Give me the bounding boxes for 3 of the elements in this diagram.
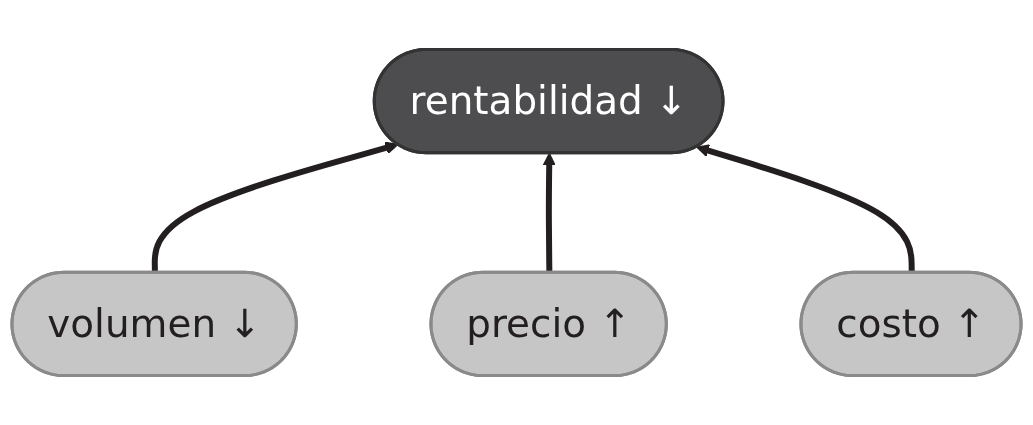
arrow [542, 152, 556, 274]
arrow [696, 144, 915, 274]
arrow [151, 141, 399, 274]
